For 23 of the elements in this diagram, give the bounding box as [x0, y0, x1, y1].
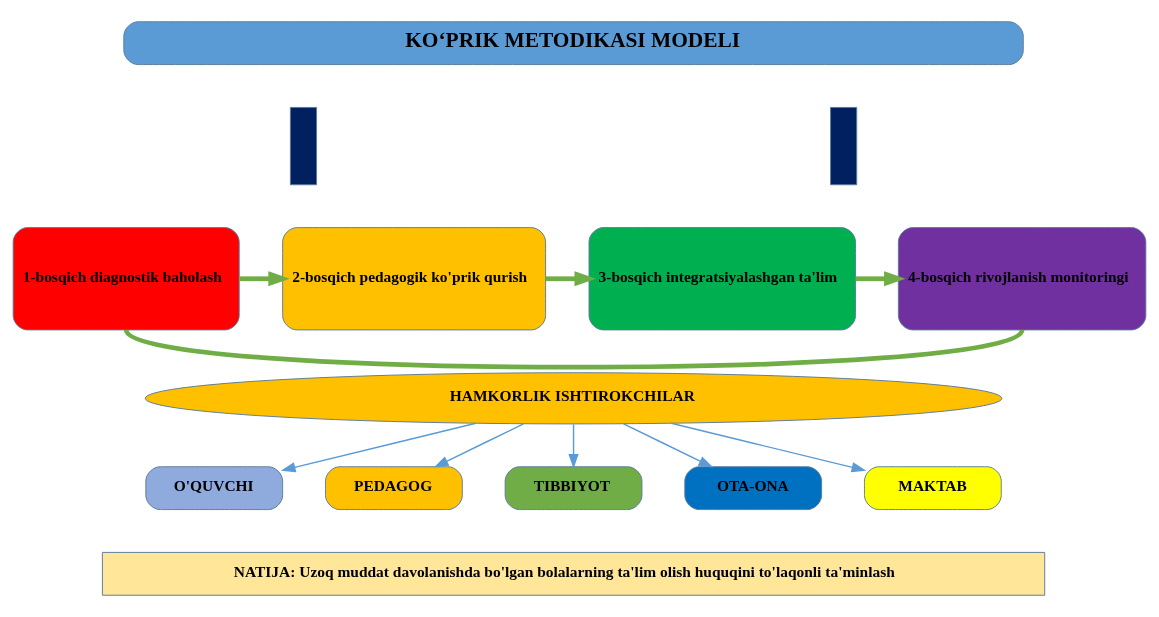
arrow [433, 423, 525, 468]
connector [124, 327, 1024, 370]
arrow [855, 271, 906, 287]
node-box: NATIJA: Uzoq muddat davolanishda bo'lgan bolalarning ta'lim olish huquqini to'laqonli ta'minlash [101, 551, 1046, 596]
node-box: O'QUVCHI [145, 466, 284, 511]
node-box: MAKTAB [864, 466, 1002, 511]
arrow [568, 423, 579, 469]
node-box: 3-bosqich integratsiyalashgan ta'lim [588, 227, 856, 331]
arrow [622, 423, 714, 468]
node-box: OTA-ONA [684, 466, 823, 511]
node-box: 4-bosqich rivojlanish monitoringi [897, 227, 1147, 331]
node-box: 1-bosqich diagnostik baholash [12, 227, 240, 331]
node-box: TIBBIYOT [504, 466, 643, 511]
arrow [239, 271, 290, 287]
node-ellipse: HAMKORLIK ISHTIROKCHILAR [144, 372, 1003, 425]
node-box: KO‘PRIK METODIKASI MODELI [123, 21, 1024, 66]
node-bar [830, 106, 858, 186]
arrow [670, 422, 867, 473]
arrow [545, 271, 596, 287]
node-box: PEDAGOG [325, 466, 463, 511]
arrow [280, 422, 477, 473]
node-bar [289, 106, 318, 186]
node-box: 2-bosqich pedagogik ko'prik qurish [282, 227, 547, 331]
